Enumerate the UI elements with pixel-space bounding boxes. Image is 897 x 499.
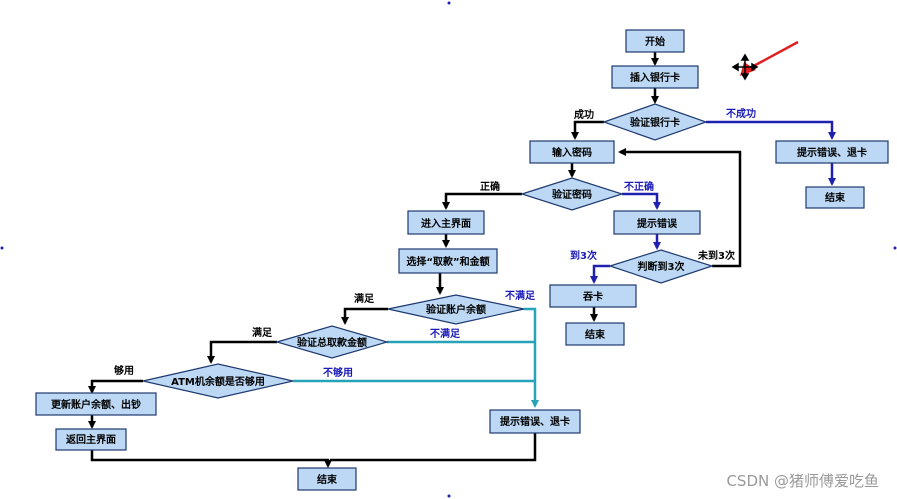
edge-reached-3 [590,264,610,284]
edge-dot-bottom [447,494,451,498]
edge-return-end [90,450,332,468]
edge-dot-right [893,246,897,250]
node-end-main [297,467,357,491]
node-error-eject-top-text: 提示错误、退卡 [797,146,867,159]
watermark: CSDN @猪师傅爱吃鱼 [726,472,879,490]
node-check-atm-cash [142,363,294,399]
label-total-not-ok: 不满足 [430,327,461,340]
teal-edges [293,307,539,408]
label-card-success: 成功 [574,108,594,121]
blue-edges [590,120,836,284]
node-check-total-text: 验证总取款金额 [297,336,367,349]
node-error-eject-bottom [489,409,581,434]
node-enter-pin [529,140,615,164]
node-enter-pin-text: 输入密码 [552,146,592,159]
node-check-total [274,325,390,359]
node-error-eject-top [775,140,889,164]
node-end-top-right [805,186,865,209]
node-end-main-text: 结束 [317,473,338,486]
edge-balance-ok [341,307,388,325]
node-update-dispense-text: 更新账户余额、出钞 [51,398,141,411]
edge-verify-success [571,120,604,140]
node-check-balance [387,294,525,325]
edge-dot-left [0,246,4,250]
node-count-check [608,249,714,284]
edge-pin-correct [442,192,522,210]
edge-total-ok [207,340,277,364]
node-check-balance-text: 验证账户余额 [426,303,486,316]
label-atm-not-enough: 不够用 [323,366,353,379]
label-card-fail: 不成功 [726,107,756,120]
edge-labels: 成功 不成功 正确 不正确 到3次 未到3次 满足 不满足 满足 不满足 够用 … [113,107,756,379]
node-verify-pin [520,177,624,211]
node-verify-pin-text: 验证密码 [552,188,592,201]
node-choose-withdraw-text: 选择“取款”和金额 [406,255,489,268]
node-count-check-text: 判断到3次 [638,260,685,273]
node-error-eject-bottom-text: 提示错误、退卡 [500,415,570,428]
node-end-swallow-text: 结束 [585,328,606,341]
node-check-atm-cash-text: ATM机余额是否够用 [171,375,265,388]
node-return-main [55,428,127,451]
node-main-menu-text: 进入主界面 [421,217,471,230]
node-insert-card-text: 插入银行卡 [630,71,680,84]
node-insert-card [611,65,699,89]
label-pin-incorrect: 不正确 [624,180,654,193]
node-swallow-card-text: 吞卡 [583,290,603,303]
node-end-swallow [565,322,625,346]
node-update-dispense [35,392,157,416]
node-end-top-right-text: 结束 [825,191,846,204]
edge-error-end [330,432,537,462]
edge-verify-fail [706,120,836,140]
edge-not-3-loop [618,148,742,268]
node-verify-card [602,103,708,141]
edge-dot-top [447,1,451,5]
label-total-ok: 满足 [252,326,273,339]
label-not-reached-3: 未到3次 [697,249,735,262]
node-verify-card-text: 验证银行卡 [630,116,680,129]
node-pin-error-text: 提示错误 [637,217,678,230]
label-balance-ok: 满足 [354,292,375,305]
edge-atm-enough [88,379,143,394]
node-choose-withdraw [398,248,498,274]
nodes: 开始 插入银行卡 验证银行卡 输入密码 验证密码 进入主界面 选择“取款”和金额… [35,29,889,491]
node-start [625,29,685,53]
node-start-text: 开始 [645,35,665,48]
edge-balance-not-ok [524,307,539,408]
node-swallow-card [549,284,637,308]
label-reached-3: 到3次 [570,249,597,262]
red-arrow-icon [740,40,799,76]
edge-pin-incorrect [622,192,661,210]
label-atm-enough: 够用 [113,364,134,377]
label-balance-not-ok: 不满足 [505,289,536,302]
black-edges [88,52,742,468]
label-pin-correct: 正确 [480,180,500,193]
node-pin-error [613,210,701,235]
move-cursor-icon[interactable] [731,53,759,81]
node-main-menu [407,210,485,235]
node-return-main-text: 返回主界面 [66,433,116,446]
